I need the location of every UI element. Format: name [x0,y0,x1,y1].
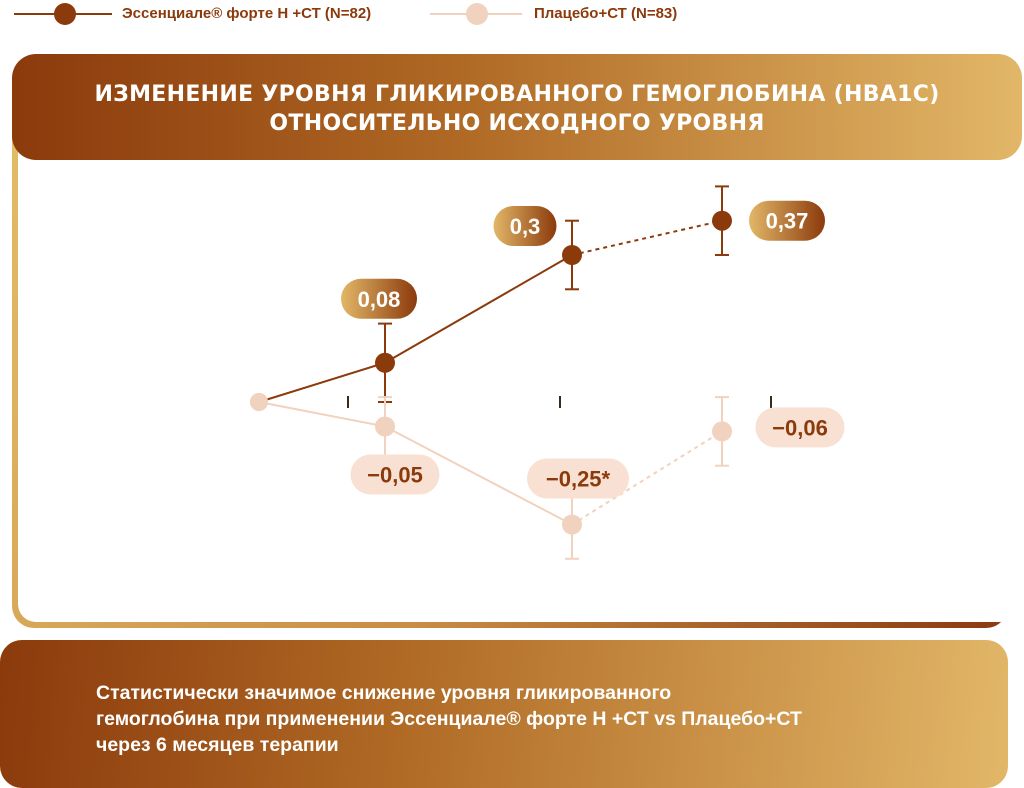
series-1-point-2 [562,245,582,265]
series-2-segment-1 [258,401,386,428]
series-2-point-2 [562,514,582,535]
title-banner [12,54,1022,160]
series-2-segment-3 [571,430,723,526]
series-1-data-label-2: 0,3 [510,214,541,239]
legend-marker-essentiale [54,3,76,25]
series-2-label-bg-3 [755,407,845,448]
series-2-data-label-3: −0,06 [772,415,828,440]
series-2-point-0 [250,393,268,411]
conclusion-text: Статистически значимое снижение уровня г… [96,680,976,758]
conclusion-banner [0,640,1008,788]
series-2-point-1 [375,416,395,437]
legend-marker-placebo [466,3,488,25]
series-2-label-bg-1 [350,454,440,495]
conclusion-line2: гемоглобина при применении Эссенциале® ф… [96,708,802,730]
series-2-point-3 [712,421,732,442]
series-1-point-3 [712,210,732,231]
series-1-segment-3 [571,219,723,256]
series-1-data-label-1: 0,08 [358,287,401,312]
chart-title-line2: ОТНОСИТЕЛЬНО ИСХОДНОГО УРОВНЯ [269,111,765,136]
series-1-point-1 [375,352,395,373]
series-2-data-label-2: −0,25* [546,467,611,492]
series-2-label-bg-2 [527,458,629,499]
legend: Эссенциале® форте Н +СТ (N=82) Плацебо+С… [0,0,1024,28]
series-2-data-label-1: −0,05 [367,463,423,488]
chart-title: ИЗМЕНЕНИЕ УРОВНЯ ГЛИКИРОВАННОГО ГЕМОГЛОБ… [12,80,1022,138]
series-1-segment-2 [384,254,573,364]
legend-label-essentiale: Эссенциале® форте Н +СТ (N=82) [122,5,372,22]
series-1-label-bg-1 [341,278,417,319]
series-1-data-label-3: 0,37 [766,209,809,234]
series-1-label-bg-3 [749,200,825,241]
legend-label-placebo: Плацебо+СТ (N=83) [534,5,678,22]
series-1-label-bg-2 [493,206,557,246]
series-2-segment-2 [384,425,573,526]
conclusion-line1: Статистически значимое снижение уровня г… [96,682,672,704]
conclusion-line3: через 6 месяцев терапии [96,734,339,756]
series-1-segment-1 [258,361,386,403]
chart-title-line1: ИЗМЕНЕНИЕ УРОВНЯ ГЛИКИРОВАННОГО ГЕМОГЛОБ… [94,82,940,107]
